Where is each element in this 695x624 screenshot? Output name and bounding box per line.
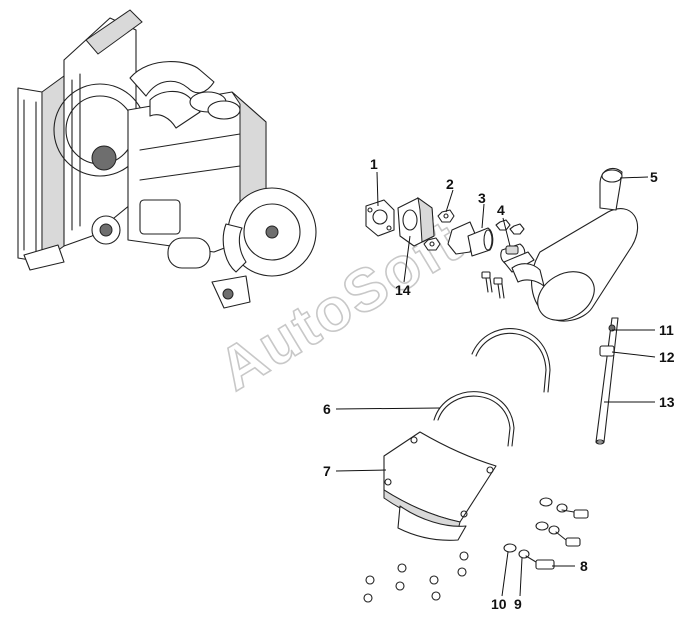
part-flange-gasket [365, 199, 395, 237]
callout-14: 14 [395, 282, 411, 298]
callout-7: 7 [323, 463, 331, 479]
callout-8: 8 [580, 558, 588, 574]
callout-1: 1 [370, 156, 378, 172]
part-nuts-set-lower [363, 551, 469, 603]
callout-13: 13 [659, 394, 675, 410]
part-bolts-upper [481, 271, 505, 299]
part-muffler [511, 167, 638, 322]
part-exhaust-pipe [447, 221, 494, 257]
callout-2: 2 [446, 176, 454, 192]
engine-assembly [17, 9, 317, 309]
callout-3: 3 [478, 190, 486, 206]
part-mounting-bracket [383, 431, 497, 541]
callout-10: 10 [491, 596, 507, 612]
leader-lines [335, 171, 656, 597]
callout-11: 11 [659, 322, 674, 338]
callout-6: 6 [323, 401, 331, 417]
callout-4: 4 [497, 202, 505, 218]
part-mounting-rod [595, 317, 619, 445]
part-u-bolt-lower [433, 391, 515, 447]
part-pipe-clamp [500, 243, 535, 273]
part-nuts-set-upper [423, 209, 525, 251]
part-bolts-lower [503, 497, 589, 570]
callout-9: 9 [514, 596, 522, 612]
part-u-bolt-upper [471, 328, 551, 393]
callout-12: 12 [659, 349, 675, 365]
part-exhaust-adapter [397, 196, 435, 247]
callout-labels: 1 2 3 4 5 6 7 8 9 10 11 12 13 14 [323, 156, 675, 612]
callout-5: 5 [650, 169, 658, 185]
